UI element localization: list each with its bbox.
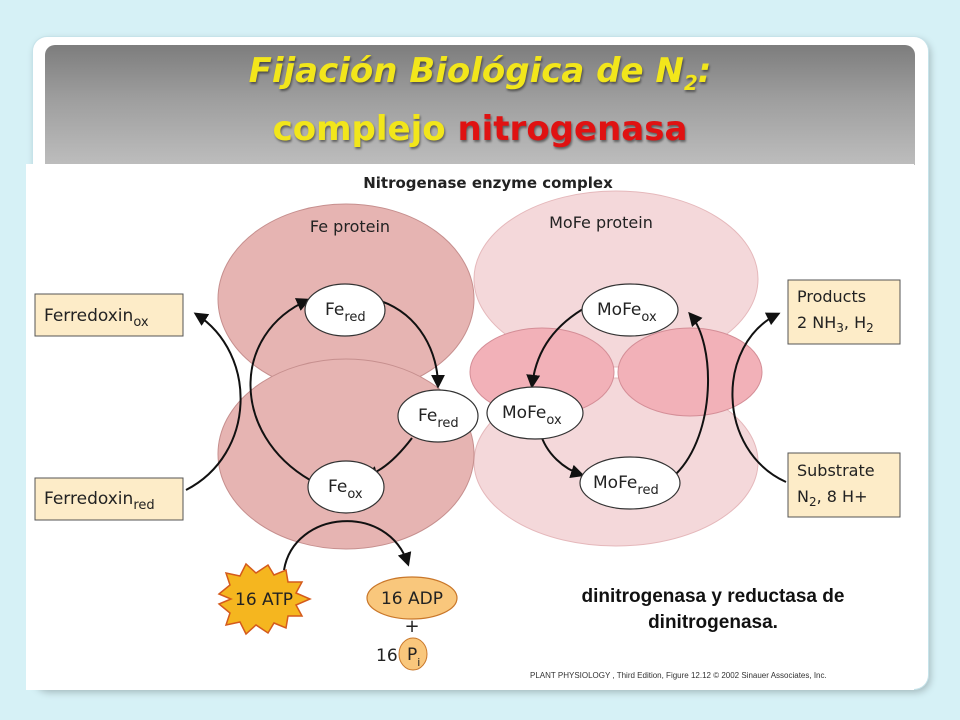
products-box: [787, 279, 901, 345]
mofe-red-label: MoFered: [593, 473, 659, 498]
substrate-box: [787, 452, 901, 518]
arrow-substrate-to-products: [731, 312, 787, 483]
fe-red-top-label: Fered: [325, 300, 366, 325]
substrate-line1: Substrate: [797, 461, 875, 480]
nitrogenase-figure: Nitrogenase enzyme complex Fe protein Mo…: [26, 164, 914, 690]
pi-prefix: 16: [376, 646, 398, 666]
title-line-1: Fijación Biológica de N2:: [248, 51, 712, 95]
pi-label: Pi: [407, 645, 420, 669]
fe-protein-label: Fe protein: [310, 217, 390, 236]
ferredoxin-red-box: [34, 477, 184, 521]
arrow-fe-ox-to-fe-red: [249, 298, 311, 481]
ferredoxin-red-label: Ferredoxinred: [44, 489, 155, 513]
arrow-mofe-red-to-ox: [675, 311, 709, 475]
fe-red-mid-label: Fered: [418, 406, 459, 431]
atp-label: 16 ATP: [235, 590, 293, 610]
mofe-red-oval: [579, 456, 681, 510]
fe-ox-oval: [307, 460, 385, 514]
caption-line-1: dinitrogenasa y reductasa de: [581, 586, 845, 607]
ferredoxin-ox-box: [34, 293, 184, 337]
title-line-2: complejo nitrogenasa: [272, 108, 688, 149]
mofe-ox-top-oval: [581, 283, 679, 337]
ferredoxin-ox-label: Ferredoxinox: [44, 306, 149, 330]
arrow-ferredoxin-red-to-ox: [185, 312, 242, 491]
substrate-line2: N2, 8 H+: [797, 487, 867, 509]
mofe-ox-mid-oval: [486, 386, 584, 440]
fe-red-mid-oval: [397, 389, 479, 443]
nitrogenase-diagram: Nitrogenase enzyme complex Fe protein Mo…: [34, 174, 901, 671]
pi-oval: [398, 637, 428, 671]
fe-ox-label: Feox: [328, 477, 363, 502]
mofe-ox-mid-label: MoFeox: [502, 403, 562, 428]
adp-label: 16 ADP: [381, 589, 443, 609]
mofe-ox-top-label: MoFeox: [597, 300, 657, 325]
arrow-mofe-ox-top-to-mid: [526, 305, 589, 389]
figure-credit: PLANT PHYSIOLOGY , Third Edition, Figure…: [530, 671, 827, 680]
slide-title: Fijación Biológica de N2: complejo nitro…: [45, 48, 915, 152]
adp-oval: [366, 576, 458, 620]
title-highlight: nitrogenasa: [457, 108, 688, 149]
plus-sign: +: [404, 616, 419, 637]
products-line1: Products: [797, 287, 866, 306]
mofe-band-right: [617, 327, 763, 417]
mofe-protein-label: MoFe protein: [549, 213, 653, 232]
figure-heading: Nitrogenase enzyme complex: [363, 174, 613, 192]
atp-starburst: [217, 562, 312, 636]
fe-red-top-oval: [304, 283, 386, 337]
products-line2: 2 NH3, H2: [797, 313, 874, 335]
caption: dinitrogenasa y reductasa de dinitrogena…: [528, 584, 898, 636]
caption-line-2: dinitrogenasa.: [648, 612, 778, 633]
arrow-atp-to-adp: [283, 520, 412, 571]
mofe-protein-top: [473, 190, 759, 368]
arrow-fe-red-to-fe-red: [377, 299, 445, 389]
title-band: [45, 45, 915, 165]
